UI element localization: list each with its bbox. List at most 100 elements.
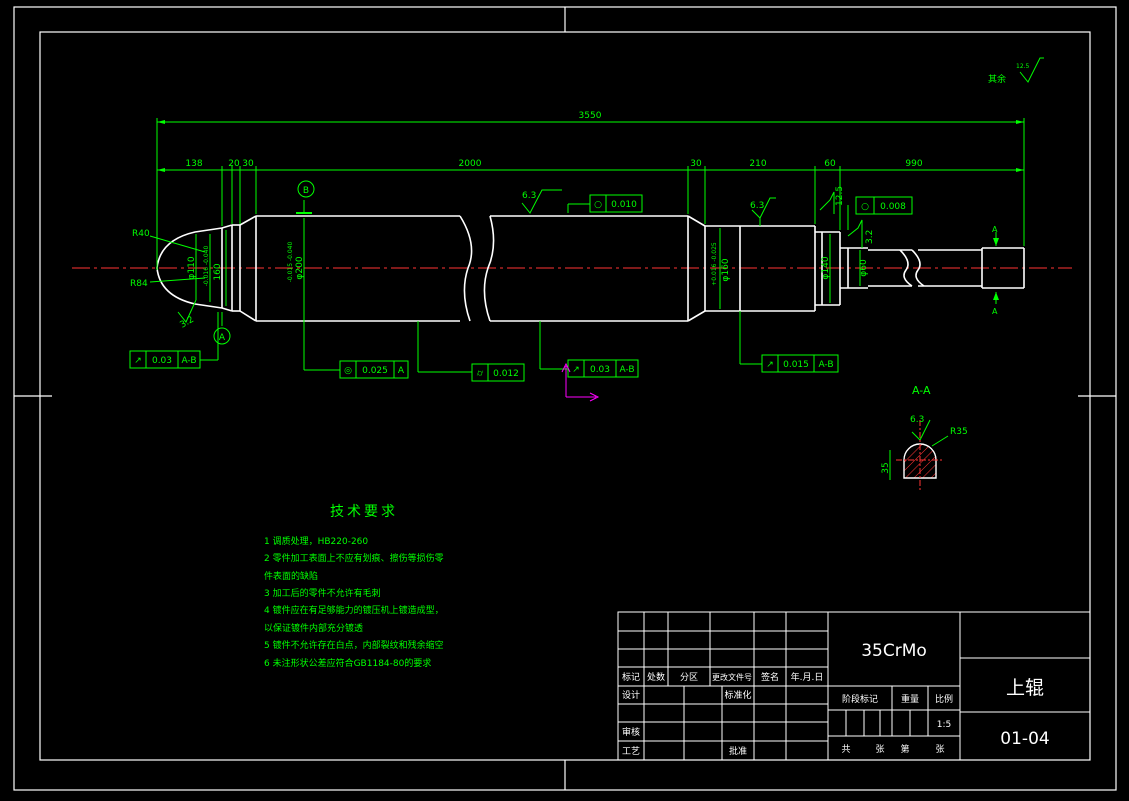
svg-text:⌭: ⌭ bbox=[477, 369, 484, 379]
dim-138: 138 bbox=[185, 159, 202, 169]
svg-text:A-B: A-B bbox=[818, 360, 833, 370]
svg-text:A-B: A-B bbox=[619, 365, 634, 375]
label-approve: 批准 bbox=[729, 745, 747, 757]
ucs-icon bbox=[561, 362, 600, 402]
title-block-text: 35CrMo 上辊 01-04 标记 处数 分区 更改文件号 签名 年.月.日 … bbox=[622, 641, 1050, 757]
break-left bbox=[459, 215, 473, 322]
drawing-number: 01-04 bbox=[1000, 729, 1049, 749]
dimension-lines bbox=[149, 118, 1025, 373]
dim-phi140: φ140 bbox=[821, 256, 831, 279]
roughness-value-4: 12.5 bbox=[835, 186, 845, 206]
svg-text:↗: ↗ bbox=[766, 360, 774, 370]
note-line-4: 3 加工后的零件不允许有毛刺 bbox=[264, 587, 381, 599]
header-date: 年.月.日 bbox=[791, 671, 824, 683]
dim-phi200: φ200 bbox=[295, 256, 305, 279]
label-check: 审核 bbox=[622, 726, 640, 738]
break-small-right bbox=[911, 249, 925, 287]
dim-phi60: φ60 bbox=[859, 259, 869, 277]
dim-r40: R40 bbox=[132, 229, 150, 239]
svg-text:0.008: 0.008 bbox=[880, 202, 906, 212]
label-process: 工艺 bbox=[622, 746, 640, 757]
dim-phi160a-tol: -0.016 -0.040 bbox=[203, 246, 210, 287]
dim-2000: 2000 bbox=[459, 159, 482, 169]
svg-text:0.010: 0.010 bbox=[611, 200, 637, 210]
roughness-symbol-2 bbox=[177, 299, 197, 323]
dim-phi160b-tol: +0.016 -0.025 bbox=[711, 242, 718, 286]
label-sheets-total: 共 bbox=[841, 744, 850, 755]
svg-text:○: ○ bbox=[594, 200, 602, 210]
tolerance-frame-7: ○ 0.008 bbox=[855, 196, 913, 215]
dim-30b: 30 bbox=[690, 159, 702, 169]
dim-phi110: φ110 bbox=[187, 256, 197, 279]
tolerance-frame-5: ↗ 0.015 A-B bbox=[761, 354, 839, 373]
svg-text:0.025: 0.025 bbox=[362, 366, 388, 376]
svg-text:A: A bbox=[398, 366, 405, 376]
label-stage: 阶段标记 bbox=[842, 693, 878, 705]
title-block-grid bbox=[617, 611, 1091, 761]
datum-a-circle bbox=[213, 327, 231, 345]
tolerance-frame-3: ⌭ 0.012 bbox=[471, 363, 525, 382]
roughness-value-3: 6.3 bbox=[750, 201, 764, 211]
break-small-left bbox=[899, 249, 913, 287]
label-sheet-no-unit: 张 bbox=[935, 744, 944, 755]
tolerance-frame-2: ◎ 0.025 A bbox=[339, 360, 409, 379]
note-line-3: 件表面的缺陷 bbox=[264, 570, 318, 582]
dim-210: 210 bbox=[749, 159, 766, 169]
header-sign: 签名 bbox=[761, 671, 779, 683]
svg-text:0.012: 0.012 bbox=[493, 369, 519, 379]
note-line-8: 6 未注形状公差应符合GB1184-80的要求 bbox=[264, 657, 431, 669]
drawing-frame bbox=[13, 6, 1117, 791]
dimension-arrows bbox=[157, 120, 1024, 300]
svg-text:0.03: 0.03 bbox=[152, 356, 172, 366]
svg-text:○: ○ bbox=[861, 202, 869, 212]
material: 35CrMo bbox=[861, 641, 927, 661]
dim-30a: 30 bbox=[242, 159, 254, 169]
dim-phi200-tol: -0.015 -0.040 bbox=[287, 242, 294, 283]
svg-text:↗: ↗ bbox=[134, 356, 142, 366]
dim-phi160b: φ160 bbox=[721, 258, 731, 281]
dim-phi160a: 160 bbox=[213, 263, 223, 280]
roughness-general-symbol bbox=[1019, 57, 1044, 83]
roughness-symbol-1 bbox=[521, 189, 562, 214]
label-sheets-total-unit: 张 bbox=[875, 744, 884, 755]
datum-b-label: B bbox=[303, 186, 309, 196]
roughness-general-value: 12.5 bbox=[1016, 63, 1030, 70]
shaft-outline bbox=[156, 215, 1025, 322]
label-scale: 比例 bbox=[935, 693, 953, 705]
dim-990: 990 bbox=[905, 159, 922, 169]
tolerance-frame-1: ↗ 0.03 A-B bbox=[129, 350, 201, 369]
svg-text:0.015: 0.015 bbox=[783, 360, 809, 370]
roughness-symbol-3 bbox=[751, 197, 776, 219]
dim-overall: 3550 bbox=[579, 111, 602, 121]
svg-text:◎: ◎ bbox=[344, 366, 352, 376]
datum-b-circle bbox=[297, 180, 315, 198]
note-line-1: 1 调质处理，HB220-260 bbox=[264, 535, 368, 547]
dim-20: 20 bbox=[228, 159, 240, 169]
header-zone: 分区 bbox=[680, 672, 698, 683]
part-name: 上辊 bbox=[1006, 677, 1044, 699]
section-mark-top: A bbox=[992, 225, 998, 234]
section-roughness: 6.3 bbox=[910, 415, 924, 425]
scale-value: 1:5 bbox=[937, 720, 951, 730]
note-line-7: 5 镀件不允许存在白点，内部裂纹和残余缩空 bbox=[264, 639, 444, 651]
section-label: A-A bbox=[912, 384, 931, 397]
section-radius: R35 bbox=[950, 427, 968, 437]
technical-notes: 技术要求 1 调质处理，HB220-260 2 零件加工表面上不应有划痕、擦伤等… bbox=[264, 504, 444, 669]
label-standard: 标准化 bbox=[724, 689, 751, 701]
note-line-5: 4 镀件应在有足够能力的镀压机上镀造成型， bbox=[264, 604, 444, 616]
note-line-2: 2 零件加工表面上不应有划痕、擦伤等损伤零 bbox=[264, 552, 444, 564]
dim-60: 60 bbox=[824, 159, 836, 169]
header-change: 更改文件号 bbox=[712, 672, 752, 682]
roughness-general-prefix: 其余 bbox=[988, 73, 1006, 85]
roughness-symbol-5 bbox=[847, 219, 863, 248]
svg-text:0.03: 0.03 bbox=[590, 365, 610, 375]
notes-title: 技术要求 bbox=[330, 504, 398, 520]
svg-text:↗: ↗ bbox=[572, 365, 580, 375]
roughness-value-5: 3.2 bbox=[865, 230, 875, 244]
datum-a-label: A bbox=[219, 333, 226, 343]
note-line-6: 以保证镀件内部充分镀透 bbox=[264, 622, 363, 634]
tolerance-frame-6: ○ 0.010 bbox=[589, 194, 643, 213]
roughness-symbol-4 bbox=[819, 191, 835, 214]
